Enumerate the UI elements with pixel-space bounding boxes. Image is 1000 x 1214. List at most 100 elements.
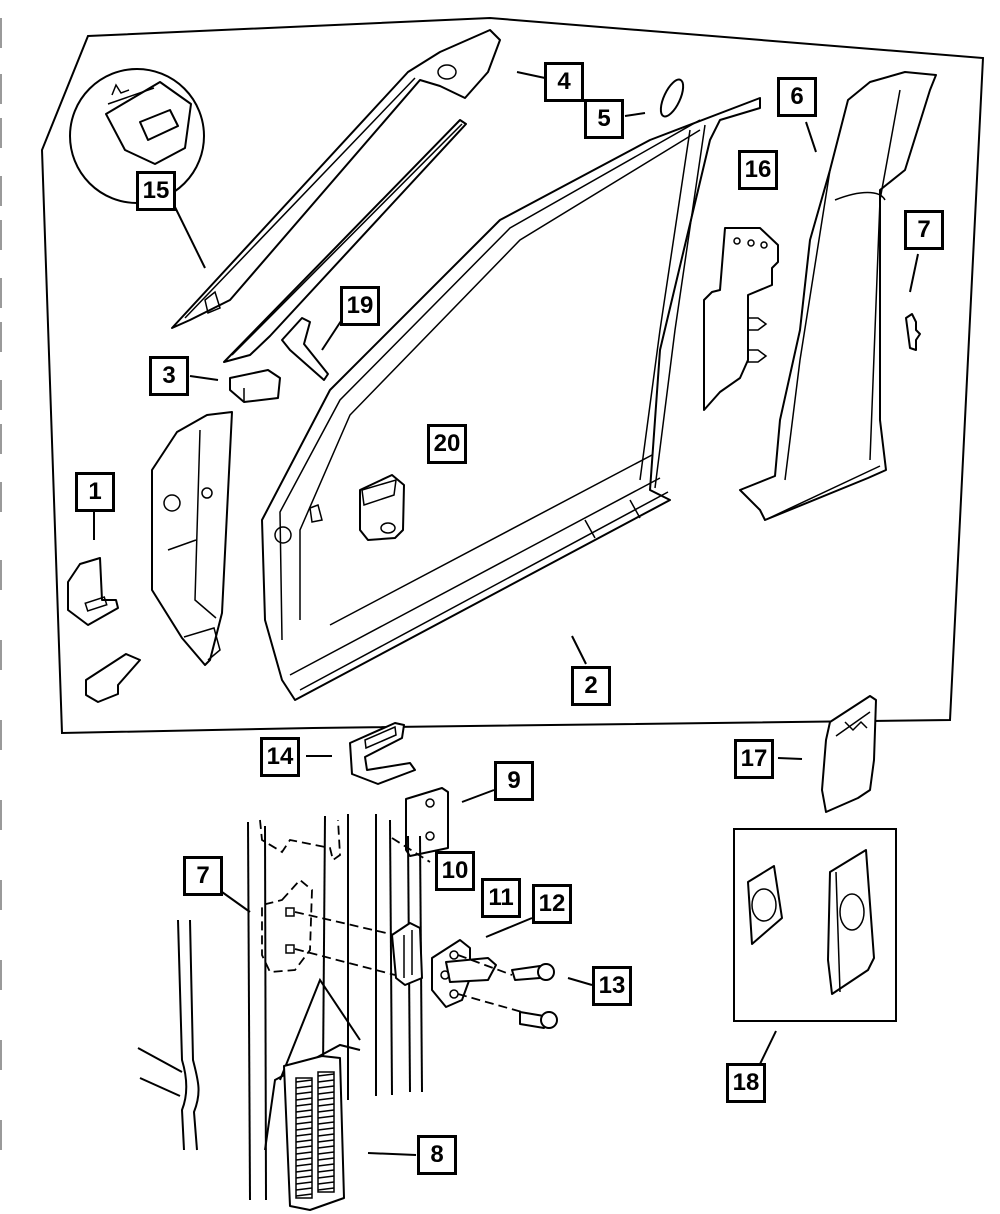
part-3-block[interactable] [189,369,281,403]
part-1-bracket[interactable] [67,505,141,703]
part-20-striker[interactable] [359,474,405,541]
edge-mark [0,424,2,454]
grille-slat [317,1175,335,1179]
edge-mark [0,482,2,512]
grille-slat [295,1133,313,1137]
grille-slat [317,1157,335,1161]
grille-slat [295,1085,313,1089]
edge-mark [0,322,2,352]
part-14-bracket[interactable] [306,722,416,785]
grille-slat [317,1163,335,1167]
callout-15[interactable]: 15 [136,171,176,211]
grille-slat [295,1163,313,1167]
grille-slat [317,1139,335,1143]
part-8-vent-grille[interactable] [283,1055,417,1211]
grille-slat [295,1181,313,1185]
grille-slat [295,1151,313,1155]
grille-slat [295,1169,313,1173]
edge-mark [0,800,2,830]
grille-slat [317,1181,335,1185]
edge-mark [0,278,2,308]
part-16-inner-panel[interactable] [703,227,779,411]
part-9-hinge-plate[interactable] [405,787,495,857]
part-17-panel[interactable] [777,695,877,813]
callout-16[interactable]: 16 [738,150,778,190]
callout-4[interactable]: 4 [544,62,584,102]
grille-slat [317,1073,335,1077]
callout-9[interactable]: 9 [494,761,534,801]
grille-slat [295,1193,313,1197]
grille-slat [317,1097,335,1101]
edge-mark [0,176,2,206]
edge-mark [0,960,2,990]
grille-slat [295,1187,313,1191]
grille-slat [317,1091,335,1095]
callout-3[interactable]: 3 [149,356,189,396]
part-19-inner-rail[interactable] [223,119,467,381]
edge-mark [0,18,2,48]
callout-7-lower[interactable]: 7 [183,856,223,896]
part-7-clip[interactable] [905,253,921,351]
edge-mark [0,1040,2,1070]
callout-20[interactable]: 20 [427,424,467,464]
grille-slat [317,1169,335,1173]
edge-mark [0,380,2,410]
callout-12[interactable]: 12 [532,884,572,924]
grille-slats [295,1073,335,1197]
grille-slat [295,1103,313,1107]
edge-mark [0,720,2,750]
grille-slat [317,1109,335,1113]
callout-8[interactable]: 8 [417,1135,457,1175]
fender-section [137,919,200,1151]
part-18-kit[interactable] [733,828,897,1065]
edge-mark [0,220,2,250]
callout-6[interactable]: 6 [777,77,817,117]
edge-mark [0,640,2,670]
part-15-detail[interactable] [69,68,206,269]
edge-mark [0,560,2,590]
callout-10[interactable]: 10 [435,851,475,891]
part-2-body-side-aperture[interactable] [261,97,761,701]
part-4-roof-rail[interactable] [171,29,546,329]
edge-mark [0,880,2,910]
grille-slat [317,1187,335,1191]
callout-7-upper[interactable]: 7 [904,210,944,250]
door-pillar-section[interactable] [221,814,431,1201]
callout-18[interactable]: 18 [726,1063,766,1103]
grille-slat [295,1121,313,1125]
part-1-pillar-reinforcement[interactable] [151,411,233,666]
grille-slat [317,1085,335,1089]
grille-slat [295,1175,313,1179]
callout-5[interactable]: 5 [584,99,624,139]
grille-slat [317,1115,335,1119]
grille-slat [295,1145,313,1149]
callout-13[interactable]: 13 [592,966,632,1006]
edge-mark [0,1120,2,1150]
callout-2[interactable]: 2 [571,666,611,706]
assembly-boundary [40,16,985,735]
callout-11[interactable]: 11 [481,878,521,918]
callout-14[interactable]: 14 [260,737,300,777]
grille-slat [295,1091,313,1095]
grille-slat [295,1079,313,1083]
grille-slat [317,1151,335,1155]
callout-1[interactable]: 1 [75,472,115,512]
part-13-screw[interactable] [457,954,593,1029]
grille-slat [295,1109,313,1113]
grille-slat [317,1121,335,1125]
callout-19[interactable]: 19 [340,286,380,326]
grille-slat [295,1097,313,1101]
edge-mark [0,74,2,104]
callout-17[interactable]: 17 [734,739,774,779]
part-11-hinge-strap[interactable] [391,922,423,986]
part-5-grommet[interactable] [624,76,688,119]
grille-slat [317,1103,335,1107]
grille-slat [295,1127,313,1131]
grille-slat [295,1157,313,1161]
grille-slat [295,1139,313,1143]
grille-slat [317,1079,335,1083]
grille-slat [295,1115,313,1119]
part-12-hinge-body[interactable] [431,917,533,1008]
part-6-b-pillar[interactable] [739,71,937,521]
